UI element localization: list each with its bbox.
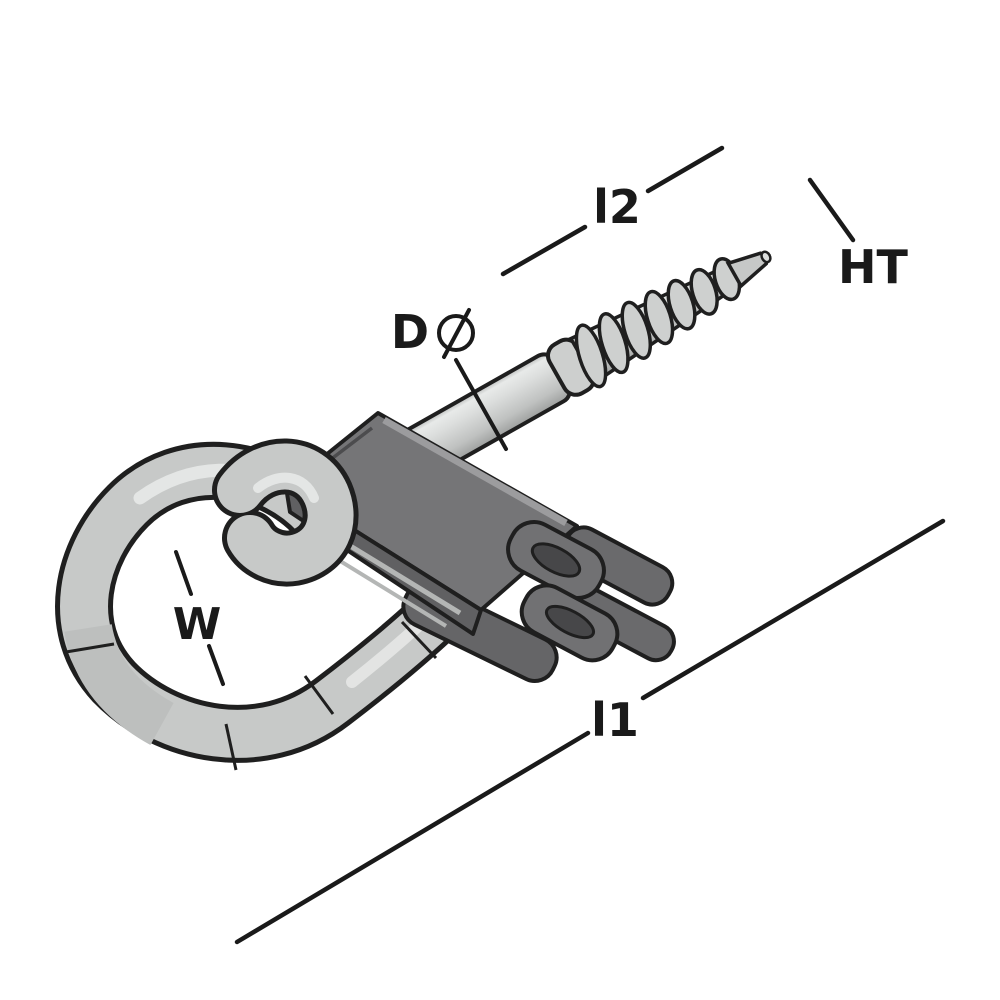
- dim-line-l2-right: [645, 145, 725, 194]
- thread-ridge: [574, 323, 608, 389]
- label-ht: HT: [838, 240, 908, 294]
- clamp-tab-lower-hole: [544, 604, 596, 640]
- ring-seam: [400, 620, 438, 660]
- dim-leader-w-upper: [174, 550, 193, 596]
- ring-curl-highlight: [253, 472, 319, 503]
- diameter-circle: [437, 314, 475, 352]
- dim-line-l2-left: [500, 224, 588, 277]
- dimensions: [174, 145, 946, 945]
- thread-ridge: [620, 300, 653, 360]
- dim-leader-ht: [807, 177, 856, 243]
- thread-ridge: [643, 289, 675, 346]
- label-l2: l2: [593, 180, 641, 234]
- thread-ridge: [666, 278, 697, 331]
- ring-curl-body: [217, 443, 354, 582]
- clamp-edge-highlight: [382, 416, 568, 527]
- dimension-labels: l2 HT D W l1: [173, 180, 909, 747]
- thread-ridge: [689, 267, 719, 316]
- label-w: W: [173, 599, 222, 650]
- ring-seam: [224, 723, 238, 771]
- thread-ridge: [597, 312, 630, 375]
- label-l1: l1: [591, 693, 639, 747]
- dim-line-l1-left: [234, 730, 591, 945]
- label-d: D: [391, 305, 429, 359]
- clamp-tab-upper-hole: [530, 542, 582, 578]
- ring-curl: [212, 438, 359, 587]
- diameter-symbol-icon: [437, 308, 475, 359]
- ring-seam: [303, 675, 335, 715]
- ring-left-segment-shade: [64, 623, 174, 746]
- ring-seam: [65, 642, 115, 654]
- dim-leader-d: [454, 358, 508, 451]
- dim-leader-w-lower: [207, 644, 225, 686]
- dim-line-l1-right: [640, 518, 946, 701]
- diameter-slash: [442, 308, 471, 359]
- screw-tip-end: [760, 250, 772, 264]
